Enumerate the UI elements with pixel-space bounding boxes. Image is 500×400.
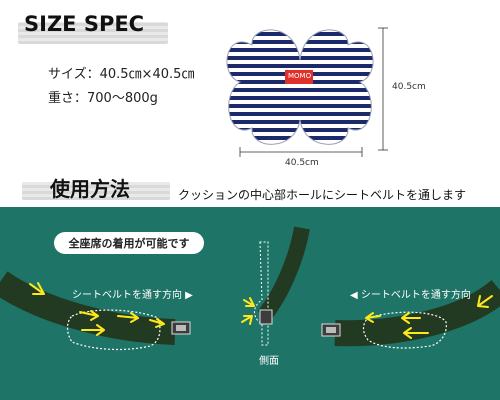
- usage-instruction: クッションの中心部ホールにシートベルトを通します: [178, 188, 467, 202]
- usage-title: 使用方法: [50, 177, 130, 201]
- side-view-label: 側面: [259, 356, 279, 367]
- tag-text: MOMO: [288, 72, 312, 80]
- size-text: サイズ：40.5㎝×40.5㎝: [48, 67, 195, 82]
- cushion-shape: [226, 29, 374, 145]
- left-belt-direction: シートベルトを通す方向 ▶: [72, 290, 193, 301]
- size-spec-title: SIZE SPEC: [24, 12, 145, 36]
- right-belt-direction: ◀ シートベルトを通す方向: [350, 290, 471, 301]
- title-brush-stroke: [18, 22, 168, 44]
- width-dimension: 40.5cm: [285, 158, 319, 168]
- weight-text: 重さ：700～800g: [48, 91, 158, 106]
- height-dimension: 40.5cm: [392, 82, 426, 92]
- all-seats-badge: 全座席の着用が可能です: [54, 232, 204, 254]
- brand-tag: [285, 70, 313, 84]
- usage-brush-stroke: [22, 182, 170, 200]
